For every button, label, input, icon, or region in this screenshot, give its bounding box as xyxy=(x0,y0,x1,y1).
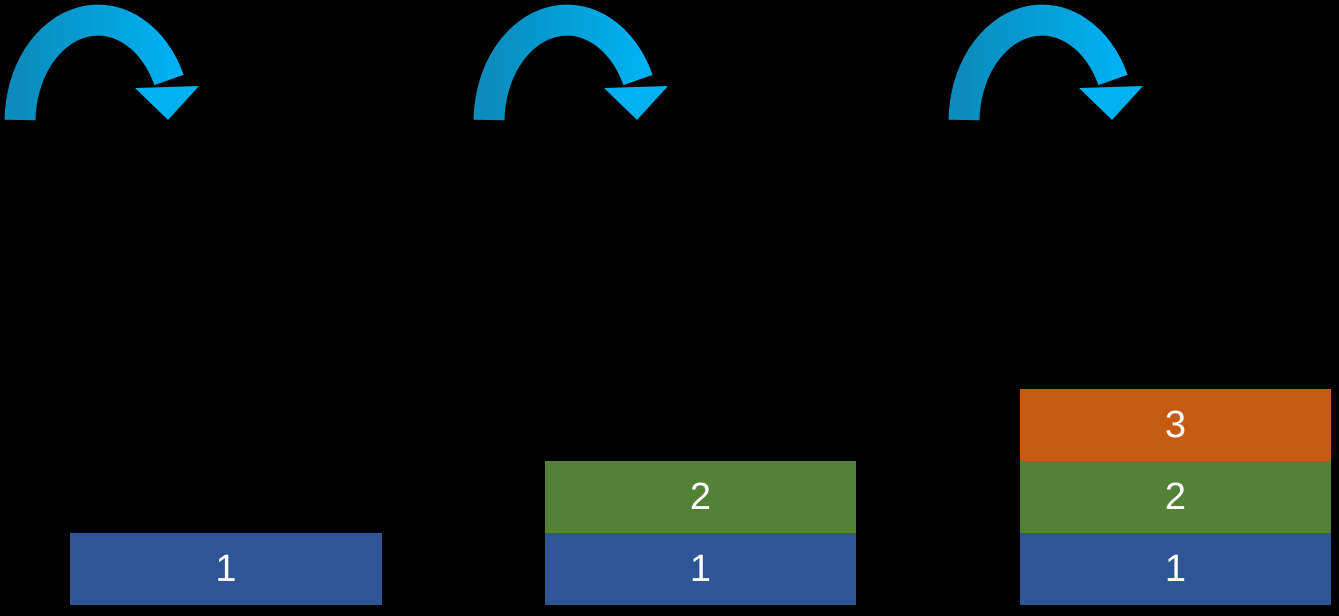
stack-layer: 1 xyxy=(70,533,382,605)
loop-arrow-icon xyxy=(4,4,199,121)
layer-label: 2 xyxy=(1164,476,1187,518)
layer-label: 1 xyxy=(215,548,237,590)
stack-layer: 3 xyxy=(1020,389,1331,461)
iteration-1-stack: 1 xyxy=(70,533,382,605)
stack-layer: 2 xyxy=(1020,461,1331,533)
layer-label: 2 xyxy=(689,476,712,518)
stack-layer: 1 xyxy=(545,533,856,605)
iteration-3-stack: 3 2 1 xyxy=(1020,389,1331,605)
iteration-2-stack: 2 1 xyxy=(545,461,856,605)
loop-arrow-icon xyxy=(473,4,668,121)
layer-label: 1 xyxy=(689,548,712,590)
stack-layer: 2 xyxy=(545,461,856,533)
stack-layer: 1 xyxy=(1020,533,1331,605)
layer-label: 1 xyxy=(1164,548,1187,590)
loop-arrow-icon xyxy=(948,4,1143,121)
layer-label: 3 xyxy=(1164,404,1187,446)
